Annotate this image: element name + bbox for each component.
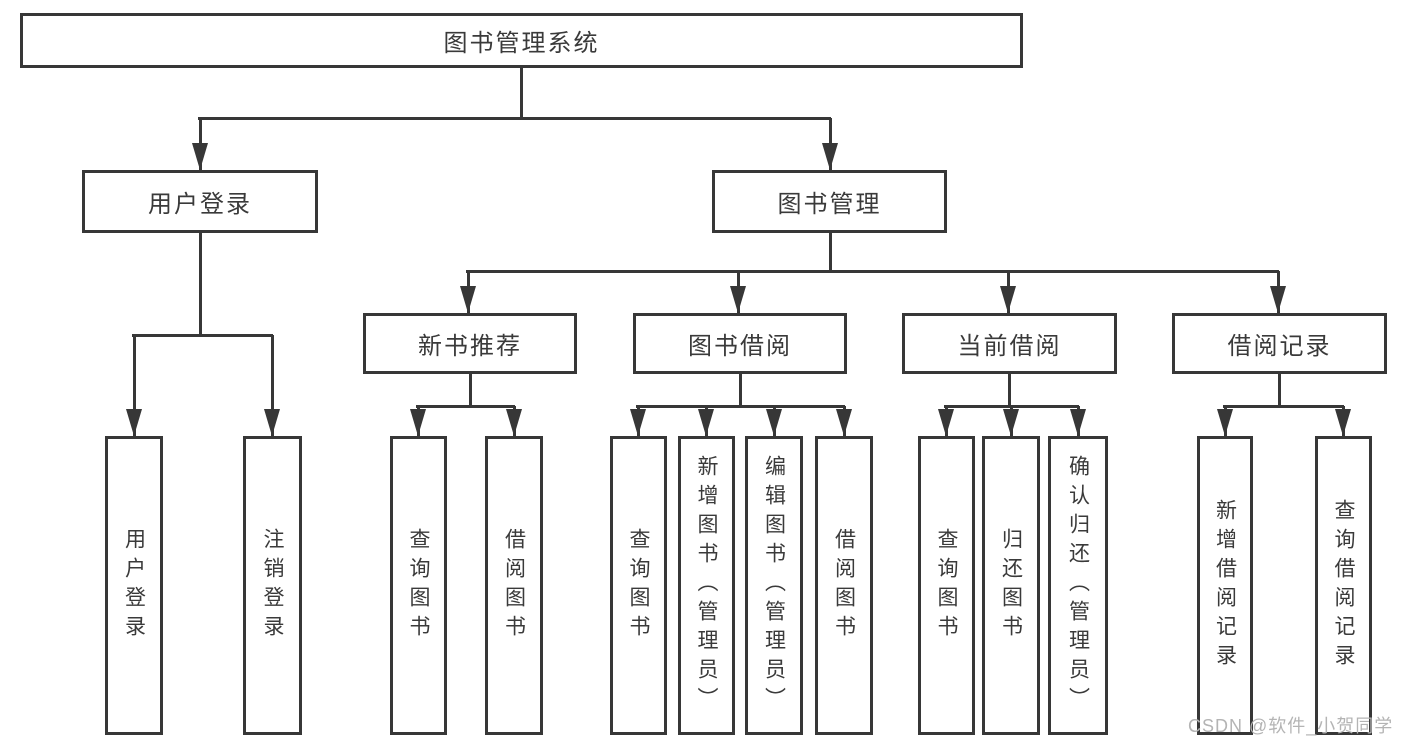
leaf-label: 新增图书（管理员） (695, 455, 718, 716)
node-borrowing-records: 借阅记录 (1172, 313, 1387, 374)
connector-arrow-line (271, 335, 274, 436)
connector-stem (469, 374, 472, 406)
leaf-add-book-admin: 新增图书（管理员） (678, 436, 735, 735)
connector-arrowhead (1070, 409, 1086, 436)
connector-stem (829, 233, 832, 271)
node-label: 当前借阅 (957, 333, 1062, 360)
connector-stem (520, 68, 523, 118)
leaf-edit-book-admin: 编辑图书（管理员） (745, 436, 803, 735)
node-current-borrowing: 当前借阅 (902, 313, 1117, 374)
leaf-label: 查询图书 (407, 527, 430, 644)
leaf-query-borrow-record: 查询借阅记录 (1315, 436, 1372, 735)
connector-arrowhead (410, 409, 426, 436)
connector-arrowhead (938, 409, 954, 436)
leaf-logout: 注销登录 (243, 436, 302, 735)
node-user-login: 用户登录 (82, 170, 318, 233)
leaf-label: 新增借阅记录 (1213, 498, 1237, 673)
node-book-borrowing: 图书借阅 (633, 313, 847, 374)
connector-arrowhead (126, 409, 142, 436)
node-label: 图书管理系统 (443, 30, 600, 57)
leaf-label: 借阅图书 (832, 527, 856, 644)
leaf-return-book: 归还图书 (982, 436, 1040, 735)
node-label: 借阅记录 (1227, 333, 1332, 360)
connector-arrowhead (1270, 286, 1286, 313)
leaf-user-login: 用户登录 (105, 436, 163, 735)
connector-arrowhead (192, 143, 208, 170)
connector-arrowhead (264, 409, 280, 436)
leaf-borrow-books: 借阅图书 (815, 436, 873, 735)
node-label: 图书借阅 (688, 333, 792, 360)
connector-bus (132, 334, 273, 337)
node-library-management-system: 图书管理系统 (20, 13, 1023, 68)
leaf-label: 确认归还（管理员） (1066, 455, 1090, 716)
leaf-label: 编辑图书（管理员） (762, 455, 786, 716)
connector-bus (466, 270, 1279, 273)
connector-arrowhead (730, 286, 746, 313)
connector-arrowhead (460, 286, 476, 313)
connector-stem (1278, 374, 1281, 406)
leaf-label: 借阅图书 (502, 527, 526, 644)
leaf-label: 归还图书 (999, 527, 1023, 644)
connector-bus (198, 117, 831, 120)
leaf-query-books-borrowing: 查询图书 (610, 436, 667, 735)
leaf-confirm-return-admin: 确认归还（管理员） (1048, 436, 1108, 735)
connector-arrowhead (1003, 409, 1019, 436)
connector-arrowhead (698, 409, 714, 436)
connector-arrowhead (630, 409, 646, 436)
connector-bus (1223, 405, 1344, 408)
connector-arrowhead (506, 409, 522, 436)
node-new-book-recommend: 新书推荐 (363, 313, 577, 374)
leaf-query-books-recommend: 查询图书 (390, 436, 447, 735)
leaf-label: 查询图书 (627, 527, 650, 644)
connector-arrowhead (766, 409, 782, 436)
watermark: CSDN @软件_小贺同学 (1188, 716, 1394, 736)
connector-arrowhead (836, 409, 852, 436)
connector-stem (739, 374, 742, 406)
connector-arrowhead (1000, 286, 1016, 313)
leaf-add-borrow-record: 新增借阅记录 (1197, 436, 1253, 735)
node-label: 新书推荐 (418, 333, 522, 360)
node-label: 图书管理 (777, 191, 882, 218)
leaf-borrow-books-recommend: 借阅图书 (485, 436, 543, 735)
leaf-label: 查询借阅记录 (1332, 498, 1355, 673)
connector-arrowhead (822, 143, 838, 170)
leaf-label: 用户登录 (122, 527, 146, 644)
connector-stem (199, 233, 202, 335)
leaf-label: 查询图书 (935, 527, 958, 644)
connector-arrowhead (1217, 409, 1233, 436)
connector-bus (416, 405, 515, 408)
leaf-label: 注销登录 (261, 527, 284, 644)
connector-arrow-line (133, 335, 136, 436)
leaf-query-books-current: 查询图书 (918, 436, 975, 735)
node-book-management: 图书管理 (712, 170, 947, 233)
connector-arrowhead (1335, 409, 1351, 436)
connector-stem (1008, 374, 1011, 406)
node-label: 用户登录 (148, 191, 252, 218)
connector-bus (636, 405, 845, 408)
